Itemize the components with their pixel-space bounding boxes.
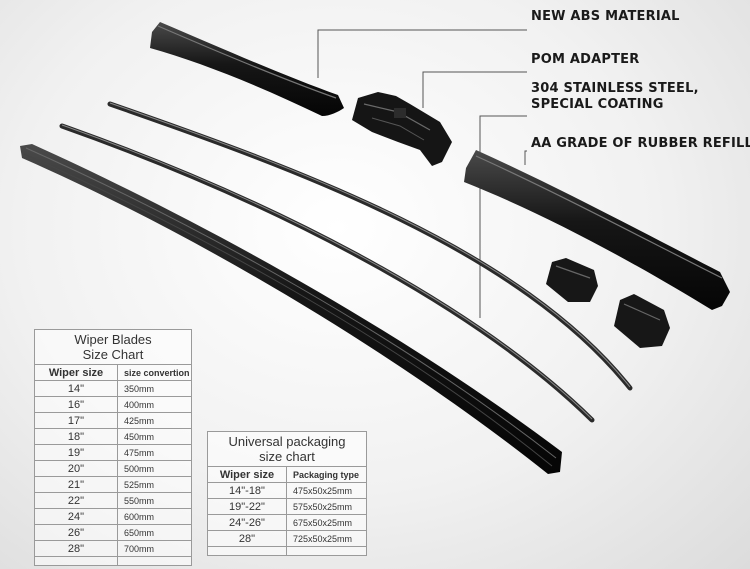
table-row: 24"-26"675x50x25mm: [207, 514, 367, 531]
size-conversion-cell: 700mm: [117, 540, 192, 557]
leader-line-steel: [479, 115, 527, 318]
steel-strip-2: [59, 123, 595, 423]
packaging-chart-title-line-2: size chart: [259, 449, 315, 464]
callout-pom-adapter: POM ADAPTER: [531, 52, 640, 67]
size-conversion-cell: 550mm: [117, 492, 192, 509]
wiper-size-cell: 16": [34, 396, 118, 413]
table-row: 19"-22"575x50x25mm: [207, 498, 367, 515]
wiper-chart-title: Wiper Blades Size Chart: [34, 329, 192, 365]
wiper-chart-title-line-1: Wiper Blades: [74, 332, 152, 347]
wiper-size-cell: 20": [34, 460, 118, 477]
pom-adapter: [352, 92, 452, 166]
wiper-chart-header-conversion: size convertion: [117, 364, 192, 381]
size-conversion-cell: 600mm: [117, 508, 192, 525]
table-row: 14"-18"475x50x25mm: [207, 482, 367, 499]
packaging-chart-header-row: Wiper size Packaging type: [207, 466, 367, 483]
wiper-size-range-cell: 14"-18": [207, 482, 287, 499]
callout-abs-material: NEW ABS MATERIAL: [531, 9, 680, 24]
callout-stainless-steel-line-1: 304 STAINLESS STEEL,: [531, 81, 699, 96]
packaging-chart-header-type: Packaging type: [286, 466, 367, 483]
wiper-size-cell: 17": [34, 412, 118, 429]
wiper-size-cell: 18": [34, 428, 118, 445]
table-row: 18"450mm: [34, 428, 192, 445]
packaging-type-cell: 475x50x25mm: [286, 482, 367, 499]
table-row: 26"650mm: [34, 524, 192, 541]
empty-cell: [34, 556, 118, 566]
wiper-chart-header-row: Wiper size size convertion: [34, 364, 192, 381]
table-row: 28"700mm: [34, 540, 192, 557]
wiper-size-chart: Wiper Blades Size Chart Wiper size size …: [34, 329, 192, 566]
table-row: 19"475mm: [34, 444, 192, 461]
size-conversion-cell: 350mm: [117, 380, 192, 397]
size-conversion-cell: 475mm: [117, 444, 192, 461]
leader-line-rubber: [524, 150, 527, 165]
wiper-chart-title-line-2: Size Chart: [82, 347, 144, 362]
table-row: 24"600mm: [34, 508, 192, 525]
abs-spoiler-top: [150, 22, 344, 116]
empty-cell: [117, 556, 192, 566]
wiper-size-cell: 24": [34, 508, 118, 525]
table-row: 28"725x50x25mm: [207, 530, 367, 547]
wiper-size-cell: 19": [34, 444, 118, 461]
size-conversion-cell: 450mm: [117, 428, 192, 445]
rubber-refill: [20, 144, 562, 474]
callout-rubber-refill: AA GRADE OF RUBBER REFILL: [531, 136, 750, 151]
table-row: 16"400mm: [34, 396, 192, 413]
table-row-empty: [34, 556, 192, 566]
packaging-type-cell: 675x50x25mm: [286, 514, 367, 531]
leader-line-pom: [422, 71, 527, 108]
table-row: 20"500mm: [34, 460, 192, 477]
callout-stainless-steel-line-2: SPECIAL COATING: [531, 97, 664, 112]
empty-cell: [286, 546, 367, 556]
wiper-size-cell: 21": [34, 476, 118, 493]
wiper-size-cell: 26": [34, 524, 118, 541]
size-conversion-cell: 525mm: [117, 476, 192, 493]
table-row: 14"350mm: [34, 380, 192, 397]
leader-lines: [317, 29, 527, 318]
packaging-chart-title: Universal packaging size chart: [207, 431, 367, 467]
size-conversion-cell: 500mm: [117, 460, 192, 477]
callout-stainless-steel: 304 STAINLESS STEEL, SPECIAL COATING: [531, 81, 699, 113]
packaging-type-cell: 575x50x25mm: [286, 498, 367, 515]
packaging-chart-title-line-1: Universal packaging: [228, 434, 346, 449]
wiper-size-cell: 22": [34, 492, 118, 509]
size-conversion-cell: 425mm: [117, 412, 192, 429]
table-row-empty: [207, 546, 367, 556]
wiper-size-cell: 28": [34, 540, 118, 557]
end-cap-1: [546, 258, 598, 302]
packaging-chart-header-size: Wiper size: [207, 466, 287, 483]
wiper-chart-header-size: Wiper size: [34, 364, 118, 381]
empty-cell: [207, 546, 287, 556]
wiper-size-range-cell: 28": [207, 530, 287, 547]
packaging-chart-title-row: Universal packaging size chart: [207, 431, 367, 467]
end-cap-2: [614, 294, 670, 348]
steel-strip-1: [107, 101, 633, 391]
wiper-size-range-cell: 19"-22": [207, 498, 287, 515]
packaging-size-chart: Universal packaging size chart Wiper siz…: [207, 431, 367, 556]
wiper-chart-title-row: Wiper Blades Size Chart: [34, 329, 192, 365]
packaging-type-cell: 725x50x25mm: [286, 530, 367, 547]
wiper-size-cell: 14": [34, 380, 118, 397]
size-conversion-cell: 650mm: [117, 524, 192, 541]
wiper-size-range-cell: 24"-26": [207, 514, 287, 531]
size-conversion-cell: 400mm: [117, 396, 192, 413]
table-row: 17"425mm: [34, 412, 192, 429]
table-row: 22"550mm: [34, 492, 192, 509]
leader-line-abs: [317, 29, 527, 78]
table-row: 21"525mm: [34, 476, 192, 493]
abs-spoiler-right: [464, 150, 730, 310]
